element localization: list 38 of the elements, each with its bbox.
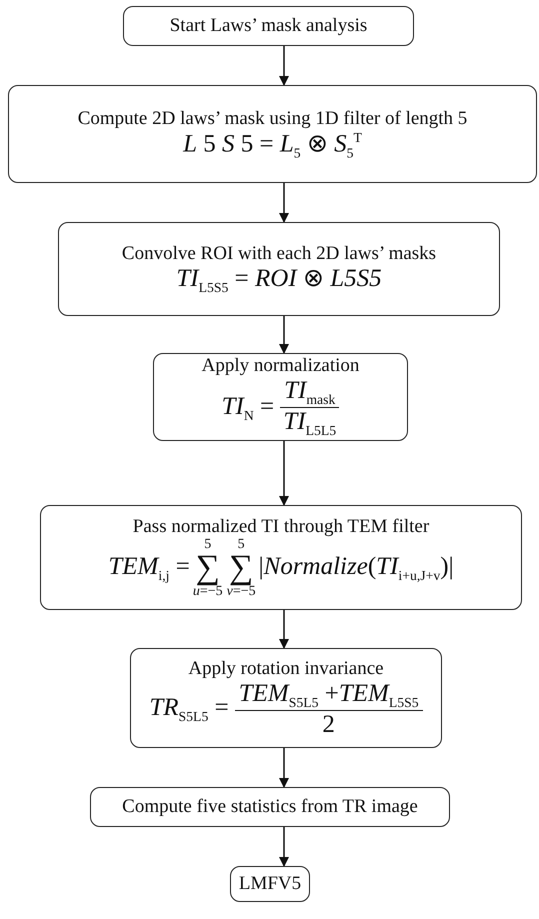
process-box bbox=[130, 648, 442, 748]
denominator: 2 bbox=[322, 710, 335, 738]
process-box bbox=[230, 866, 310, 902]
step-label: Convolve ROI with each 2D laws’ masks bbox=[122, 243, 436, 265]
arrow bbox=[279, 441, 289, 506]
process-box bbox=[153, 353, 408, 441]
formula-term: TEM$_{i,j}$ = bbox=[108, 553, 190, 584]
numerator: TI$_{mask}$ bbox=[280, 377, 340, 408]
process-box bbox=[58, 222, 500, 316]
step-label: Apply normalization bbox=[202, 355, 360, 378]
lower-limit: v=−5 bbox=[226, 584, 256, 599]
arrow bbox=[279, 183, 289, 223]
arrow bbox=[279, 827, 289, 867]
upper-limit: 5 bbox=[204, 538, 212, 552]
upper-limit: 5 bbox=[238, 538, 245, 552]
summation-sign: ∑ bbox=[196, 552, 220, 585]
process-box bbox=[90, 787, 450, 827]
denominator: TI$_{L5L5}$ bbox=[283, 408, 336, 439]
formula-term: |Normalize(TI$_{i+u,J+v}$)| bbox=[258, 553, 454, 584]
step-label: Start Laws’ mask analysis bbox=[170, 15, 368, 37]
arrow bbox=[279, 46, 289, 86]
step-label: Apply rotation invariance bbox=[188, 658, 384, 680]
process-box bbox=[123, 6, 414, 46]
arrow bbox=[279, 316, 289, 354]
process-box bbox=[8, 85, 537, 183]
formula-term: TR$_{S5L5}$ = bbox=[149, 694, 229, 724]
numerator: TEM$_{S5L5}$ +TEM$_{L5S5}$ bbox=[234, 680, 423, 711]
formula-term: TI$_{N}$ = bbox=[222, 392, 274, 423]
step-label: Pass normalized TI through TEM filter bbox=[132, 516, 430, 538]
step-label: Compute five statistics from TR image bbox=[122, 796, 418, 818]
step-label: Compute 2D laws’ mask using 1D filter of length 5 bbox=[78, 108, 468, 130]
lower-limit: u=−5 bbox=[192, 584, 223, 599]
arrow bbox=[279, 748, 289, 788]
arrow bbox=[279, 610, 289, 649]
step-label: LMFV5 bbox=[238, 873, 302, 895]
summation-sign: ∑ bbox=[228, 552, 254, 585]
formula: TI$_{L5S5}$ = ROI ⊗ L5S5 bbox=[176, 264, 382, 295]
process-box bbox=[40, 505, 522, 610]
